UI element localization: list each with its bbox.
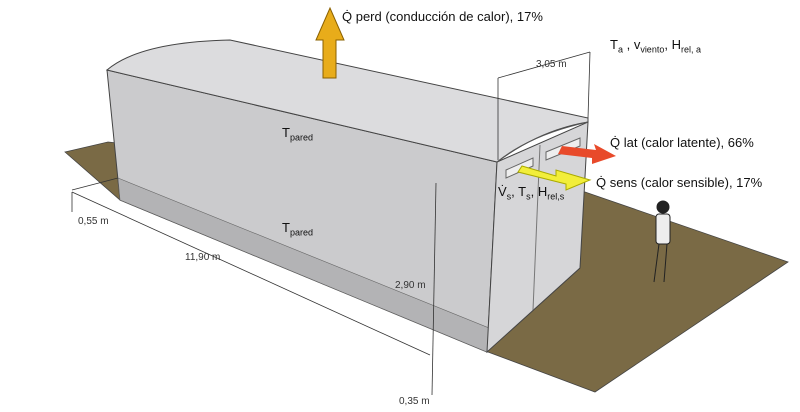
wall-bottom-temperature-symbol: T: [282, 220, 290, 235]
wall-top-temperature-symbol: T: [282, 125, 290, 140]
label-wall-bottom: Tpared: [282, 220, 313, 238]
label-ambient: Ta , vviento, Hrel, a: [610, 37, 701, 55]
ambient-humidity-subscript: rel, a: [680, 44, 701, 55]
ambient-temperature-symbol: T: [610, 37, 618, 52]
dimension-lines: [71, 51, 591, 396]
arrow-q-lat: [558, 144, 616, 164]
label-wall-top: Tpared: [282, 125, 313, 143]
dim-length: 11,90 m: [185, 252, 221, 263]
ambient-temperature-subscript: a: [617, 44, 623, 55]
dim-foundation-left: 0,55 m: [78, 216, 109, 227]
supply-temperature-subscript: s: [526, 191, 531, 202]
roof-edge: [496, 121, 589, 163]
dim-foundation-right: 0,35 m: [399, 396, 430, 407]
supply-temperature-symbol: T: [518, 184, 527, 199]
wind-speed-subscript: viento: [640, 44, 665, 55]
wall-bottom-temperature-subscript: pared: [289, 227, 313, 238]
wind-speed-symbol: v: [633, 37, 641, 52]
label-q-lat: Q̇ lat (calor latente), 66%: [610, 135, 754, 150]
dim-width: 3,05 m: [536, 59, 567, 70]
supply-flow-symbol: V̇: [498, 184, 507, 199]
label-q-sens: Q̇ sens (calor sensible), 17%: [596, 175, 763, 190]
vent-left: [505, 157, 534, 179]
dim-height: 2,90 m: [395, 280, 426, 291]
label-supply: V̇s, Ts, Hrel,s: [498, 184, 565, 202]
supply-humidity-symbol: H: [537, 184, 548, 199]
ambient-humidity-symbol: H: [671, 37, 681, 52]
person-icon: [653, 200, 671, 283]
supply-flow-subscript: s: [506, 191, 512, 202]
label-q-perd: Q̇ perd (conducción de calor), 17%: [342, 9, 543, 24]
arrow-q-sens: [517, 165, 592, 191]
arrow-q-perd: [315, 6, 345, 79]
wall-top-temperature-subscript: pared: [289, 132, 313, 143]
supply-humidity-subscript: rel,s: [547, 191, 565, 202]
